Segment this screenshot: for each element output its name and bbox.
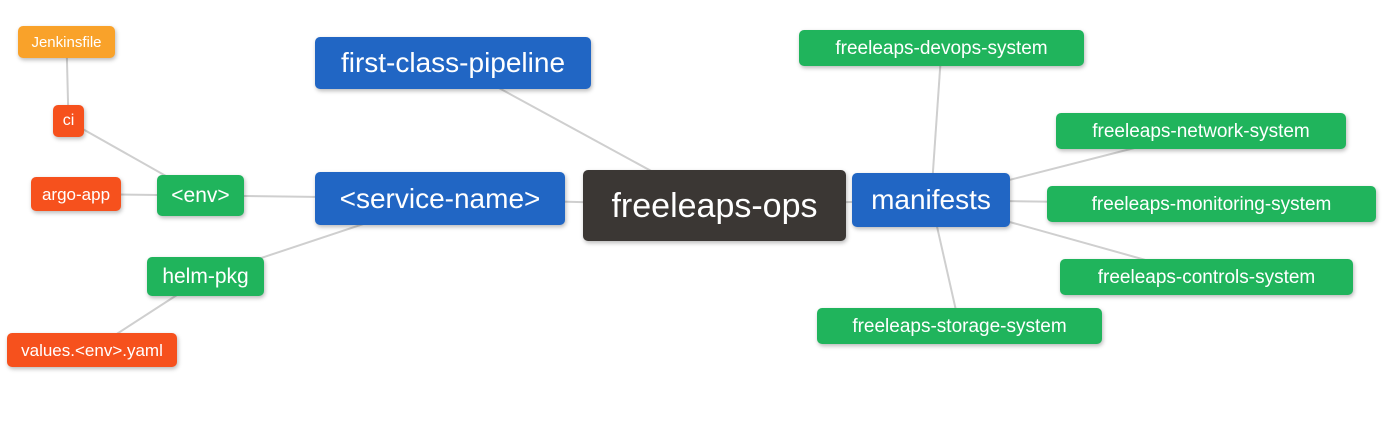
mindmap-node-network-system[interactable]: freeleaps-network-system: [1056, 113, 1346, 149]
mindmap-node-devops-system[interactable]: freeleaps-devops-system: [799, 30, 1084, 66]
mindmap-node-controls-system[interactable]: freeleaps-controls-system: [1060, 259, 1353, 295]
mindmap-node-env[interactable]: <env>: [157, 175, 244, 216]
mindmap-node-argo-app[interactable]: argo-app: [31, 177, 121, 211]
mindmap-node-first-class-pipeline[interactable]: first-class-pipeline: [315, 37, 591, 89]
mindmap-node-manifests[interactable]: manifests: [852, 173, 1010, 227]
mindmap-node-freeleaps-ops[interactable]: freeleaps-ops: [583, 170, 846, 241]
mindmap-node-service-name[interactable]: <service-name>: [315, 172, 565, 225]
mindmap-node-storage-system[interactable]: freeleaps-storage-system: [817, 308, 1102, 344]
mindmap-node-helm-pkg[interactable]: helm-pkg: [147, 257, 264, 296]
mindmap-node-values-env-yaml[interactable]: values.<env>.yaml: [7, 333, 177, 367]
mindmap-node-ci[interactable]: ci: [53, 105, 84, 137]
mindmap-node-monitoring-system[interactable]: freeleaps-monitoring-system: [1047, 186, 1376, 222]
mindmap-node-jenkinsfile[interactable]: Jenkinsfile: [18, 26, 115, 58]
